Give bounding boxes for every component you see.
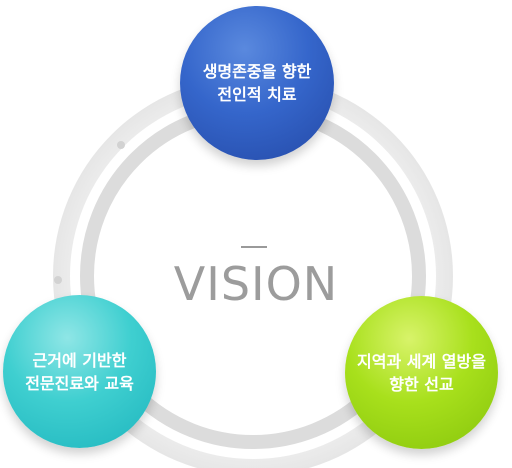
node-right-label: 지역과 세계 열방을 향한 선교 [345,350,498,396]
vision-title: VISION [173,257,339,311]
inner-core [95,118,411,434]
node-top-label: 생명존중을 향한 전인적 치료 [191,60,324,106]
node-right-circle: 지역과 세계 열방을 향한 선교 [345,296,498,449]
node-right-line-1: 지역과 세계 열방을 [357,351,486,371]
node-top-line-2: 전인적 치료 [217,85,297,104]
node-left-label: 근거에 기반한 전문진료와 교육 [13,349,146,395]
node-top-line-1: 생명존중을 향한 [202,62,312,81]
node-right-line-2: 향한 선교 [389,374,454,394]
title-dash [241,246,267,248]
node-top-circle: 생명존중을 향한 전인적 치료 [180,6,334,160]
accent-dot [54,276,62,284]
node-left-circle: 근거에 기반한 전문진료와 교육 [3,295,156,448]
node-left-line-2: 전문진료와 교육 [25,373,134,393]
accent-dot [117,141,125,149]
node-left-line-1: 근거에 기반한 [32,350,127,370]
